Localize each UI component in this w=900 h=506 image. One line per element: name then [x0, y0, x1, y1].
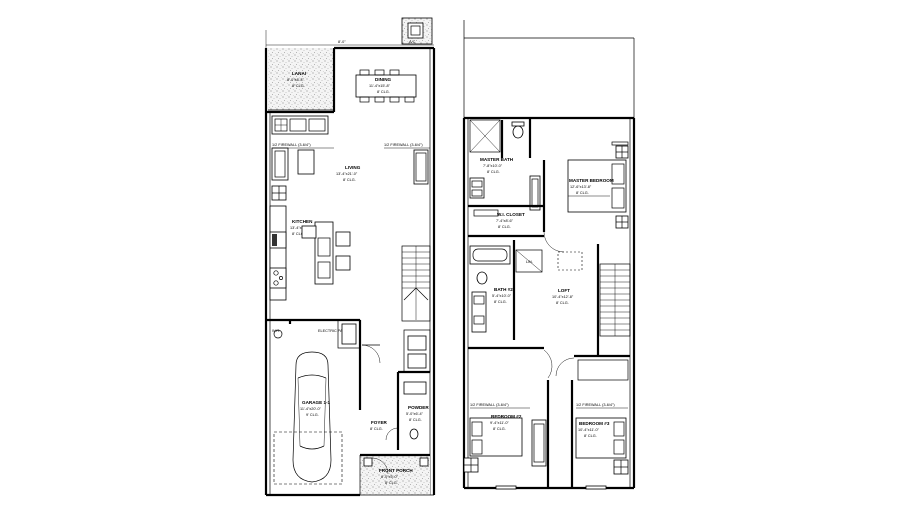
loft-dims: 10'-4"x12'-8": [552, 295, 574, 299]
toilet-ground: [409, 428, 419, 440]
stairs-upper: [596, 244, 631, 356]
bedroom2-dims: 9'-4"x11'-0": [490, 421, 510, 425]
firewall-right-ground: 1/2 FIREWALL (3-6/4"): [384, 143, 423, 147]
ac-unit: [407, 22, 424, 39]
loft-label: LOFT: [558, 288, 570, 293]
bath2-clg: 8' CLG.: [494, 300, 507, 304]
firewall-left-upper: 1/2 FIREWALL (3-6/4"): [470, 403, 509, 407]
powder-dims: 5'-0"x6'-4": [406, 412, 424, 416]
bed-2: [469, 417, 523, 457]
garage-door-dash: [273, 431, 343, 485]
bedroom3-label: BEDROOM #3: [579, 421, 610, 426]
water-heater: [273, 329, 283, 339]
loft-clg: 8' CLG.: [556, 301, 569, 305]
dimension-top: 8'-0": [338, 40, 346, 44]
lanai-label: LANAI: [292, 71, 306, 76]
bathtub: [469, 245, 511, 265]
wi-closet-clg: 8' CLG.: [498, 225, 511, 229]
bed-3: [575, 417, 627, 459]
linen-closet: [515, 249, 543, 273]
front-porch-label: FRONT PORCH: [379, 468, 413, 473]
stairs-ground: [401, 245, 431, 322]
master-bedroom-clg: 8' CLG.: [576, 191, 589, 195]
dining-clg: 8' CLG.: [377, 90, 390, 94]
tv-console: [413, 149, 429, 185]
vanity: [403, 381, 427, 395]
bath2-label: BATH #2: [494, 287, 513, 292]
wi-closet-dims: 7'-4"x8'-6": [496, 219, 514, 223]
ground-floor-plan: A/C 8'-0" LANAI 8'-0"x8'-4" 8' CLG. DINI…: [264, 17, 436, 497]
master-bedroom-dims: 12'-6"x13'-8": [570, 185, 592, 189]
firewall-right-upper: 1/2 FIREWALL (3-6/4"): [576, 403, 615, 407]
kitchen-clg: 8' CLG.: [292, 232, 305, 236]
coffee-table: [297, 149, 315, 175]
front-porch-clg: 8' CLG.: [385, 481, 398, 485]
foyer-clg: 8' CLG.: [370, 427, 383, 431]
master-bath-dims: 7'-8"x10'-0": [483, 164, 503, 168]
powder-clg: 8' CLG.: [409, 418, 422, 422]
kitchen-dims: 13'-4"x11'-0": [290, 226, 312, 230]
garage-clg: 9' CLG.: [306, 413, 319, 417]
bath2-dims: 5'-4"x10'-0": [492, 294, 512, 298]
master-bedroom-label: MASTER BEDROOM: [569, 178, 614, 183]
garage-label: GARAGE 1-1: [302, 400, 331, 405]
bedroom3-clg: 8' CLG.: [584, 434, 597, 438]
garage-dims: 11'-4"x20'-0": [300, 407, 322, 411]
dining-label: DINING: [375, 77, 392, 82]
powder-label: POWDER: [408, 405, 429, 410]
kitchen-island: [314, 221, 334, 285]
dining-dims: 11'-4"x15'-8": [369, 84, 391, 88]
range: [269, 267, 287, 289]
master-bed: [567, 159, 627, 213]
living-dims: 13'-4"x21'-0": [336, 172, 358, 176]
master-vanity: [469, 177, 485, 199]
kitchen-label: KITCHEN: [292, 219, 313, 224]
wi-closet-label: W.I. CLOSET: [497, 212, 525, 217]
sofa-side: [271, 147, 289, 181]
upper-floor-plan: MASTER BATH 7'-8"x10'-0" 8' CLG. MASTER …: [462, 20, 636, 490]
lanai-clg: 8' CLG.: [292, 84, 305, 88]
bath2-toilet: [476, 271, 488, 285]
front-porch-dims: 8'-0"x5'-0": [381, 475, 399, 479]
wh-label: W.H.: [272, 329, 280, 333]
bedroom2-label: BEDROOM #2: [491, 414, 522, 419]
dining-table: [355, 74, 417, 98]
bedroom3-dims: 10'-4"x11'-0": [578, 428, 600, 432]
master-toilet: [512, 125, 524, 139]
living-clg: 8' CLG.: [343, 178, 356, 182]
master-bath-clg: 8' CLG.: [487, 170, 500, 174]
sofa-top: [271, 115, 329, 135]
living-label: LIVING: [345, 165, 361, 170]
car-outline: [292, 351, 332, 483]
ac-label: A/C: [409, 40, 416, 44]
firewall-left-ground: 1/2 FIREWALL (3-6/4"): [272, 143, 311, 147]
electric-panel-label: ELECTRIC PANEL: [318, 329, 350, 333]
bedroom2-clg: 8' CLG.: [493, 427, 506, 431]
lanai-floor: [268, 48, 334, 110]
foyer-label: FOYER: [371, 420, 388, 425]
linen-label: LIN.: [526, 260, 533, 264]
shower: [469, 119, 501, 153]
master-bath-label: MASTER BATH: [480, 157, 514, 162]
lanai-dims: 8'-0"x8'-4": [287, 78, 305, 82]
